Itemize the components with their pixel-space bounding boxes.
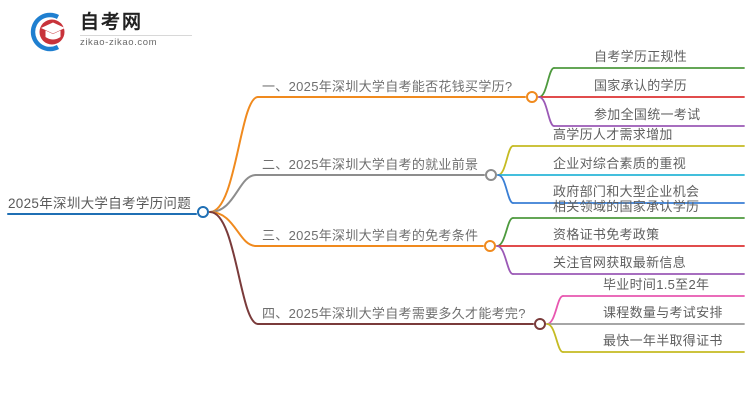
branch-4-leaf-2[interactable]: 课程数量与考试安排 <box>603 305 723 320</box>
branch-1-label[interactable]: 一、2025年深圳大学自考能否花钱买学历? <box>262 79 513 94</box>
branch-3-label[interactable]: 三、2025年深圳大学自考的免考条件 <box>262 228 479 243</box>
logo-divider <box>80 35 192 36</box>
branch-1-leaf-3[interactable]: 参加全国统一考试 <box>594 107 701 122</box>
branch-3-leaf-2[interactable]: 资格证书免考政策 <box>553 227 660 242</box>
logo-name-cn: 自考网 <box>80 12 144 33</box>
branch-3-dot[interactable] <box>484 240 496 252</box>
root-node-label[interactable]: 2025年深圳大学自考学历问题 <box>8 196 192 211</box>
branch-3-leaf-3[interactable]: 关注官网获取最新信息 <box>553 255 687 270</box>
logo-text: 自考网 zikao-zikao.com <box>80 12 192 49</box>
branch-3-leaf-1[interactable]: 相关领域的国家承认学历 <box>553 199 700 214</box>
branch-2-leaf-3[interactable]: 政府部门和大型企业机会 <box>553 184 700 199</box>
branch-4-leaf-1[interactable]: 毕业时间1.5至2年 <box>603 277 710 292</box>
branch-2-leaf-2[interactable]: 企业对综合素质的重视 <box>553 156 687 171</box>
site-logo[interactable]: 自考网 zikao-zikao.com <box>28 10 198 54</box>
root-node-dot[interactable] <box>197 206 209 218</box>
branch-2-dot[interactable] <box>485 169 497 181</box>
branch-4-dot[interactable] <box>534 318 546 330</box>
branch-4-leaf-3[interactable]: 最快一年半取得证书 <box>603 333 723 348</box>
branch-1-dot[interactable] <box>526 91 538 103</box>
branch-2-leaf-1[interactable]: 高学历人才需求增加 <box>553 127 673 142</box>
branch-1-leaf-1[interactable]: 自考学历正规性 <box>594 49 688 64</box>
logo-domain: zikao-zikao.com <box>80 37 158 48</box>
branch-1-leaf-2[interactable]: 国家承认的学历 <box>594 78 688 93</box>
branch-4-label[interactable]: 四、2025年深圳大学自考需要多久才能考完? <box>262 306 526 321</box>
graduation-cap-icon <box>30 12 65 52</box>
branch-2-label[interactable]: 二、2025年深圳大学自考的就业前景 <box>262 157 479 172</box>
